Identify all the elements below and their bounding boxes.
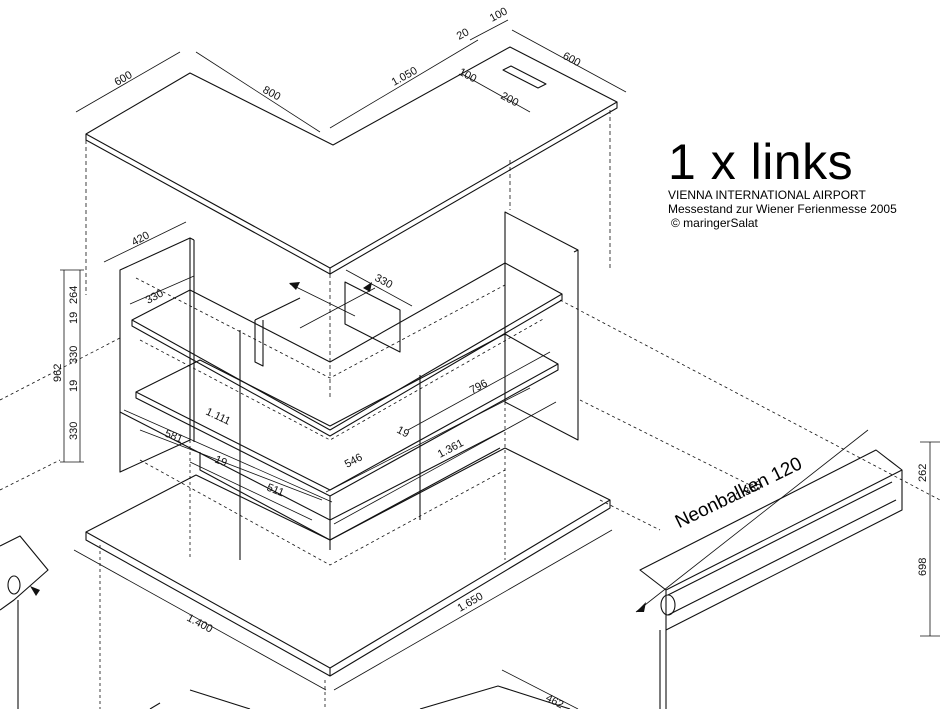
dim-depth-511: 511 [265,482,286,500]
dim-base-1650: 1.650 [456,590,486,614]
dim-slot-100a: 100 [488,5,510,24]
dim-h-264: 264 [68,286,80,304]
dim-h-330a: 330 [68,346,80,364]
center-dividers [254,281,401,367]
dim-shelf-420: 420 [130,229,152,248]
counter-top [85,46,618,275]
dim-base-1400: 1.400 [185,612,215,636]
dim-top-left-depth: 600 [113,69,135,89]
dim-h-19a: 19 [68,312,80,324]
dim-bottom-462: 462 [544,692,566,709]
dim-h-962: 962 [52,364,64,382]
upper-shelf [131,262,563,437]
dim-h-330b: 330 [68,422,80,440]
title-block: 1 x links VIENNA INTERNATIONAL AIRPORT M… [668,136,897,230]
dim-top-right-len: 1.050 [390,65,420,89]
base-plate [85,447,611,677]
right-side-panel [504,211,579,441]
dim-shelf-330b: 330 [373,272,395,291]
bottom-partial-parts [149,685,571,709]
neon-beam-housing [639,449,903,709]
middle-shelf [135,333,559,497]
dim-neon-262: 262 [917,464,929,482]
dim-slot-20: 20 [455,26,471,42]
dim-depth-546: 546 [343,451,365,470]
dim-top-left-len: 800 [261,84,283,103]
dim-neon-698: 698 [917,558,929,576]
dim-slot-100b: 100 [457,66,479,85]
project-name: VIENNA INTERNATIONAL AIRPORT [668,188,866,202]
dim-depth-1111: 1.111 [204,406,233,428]
dim-depth-19c: 19 [213,454,229,470]
dim-depth-796: 796 [468,377,490,396]
dim-depth-19d: 19 [395,424,411,440]
dim-slot-200: 200 [499,90,521,109]
project-description: Messestand zur Wiener Ferienmesse 2005 [668,202,897,216]
drawing-title: 1 x links [668,134,854,190]
arrow-markers [30,282,646,612]
copyright: © maringerSalat [671,216,758,230]
dim-depth-1361: 1.361 [436,437,466,461]
neon-beam-housing-left [0,535,49,709]
dim-h-19b: 19 [68,380,80,392]
